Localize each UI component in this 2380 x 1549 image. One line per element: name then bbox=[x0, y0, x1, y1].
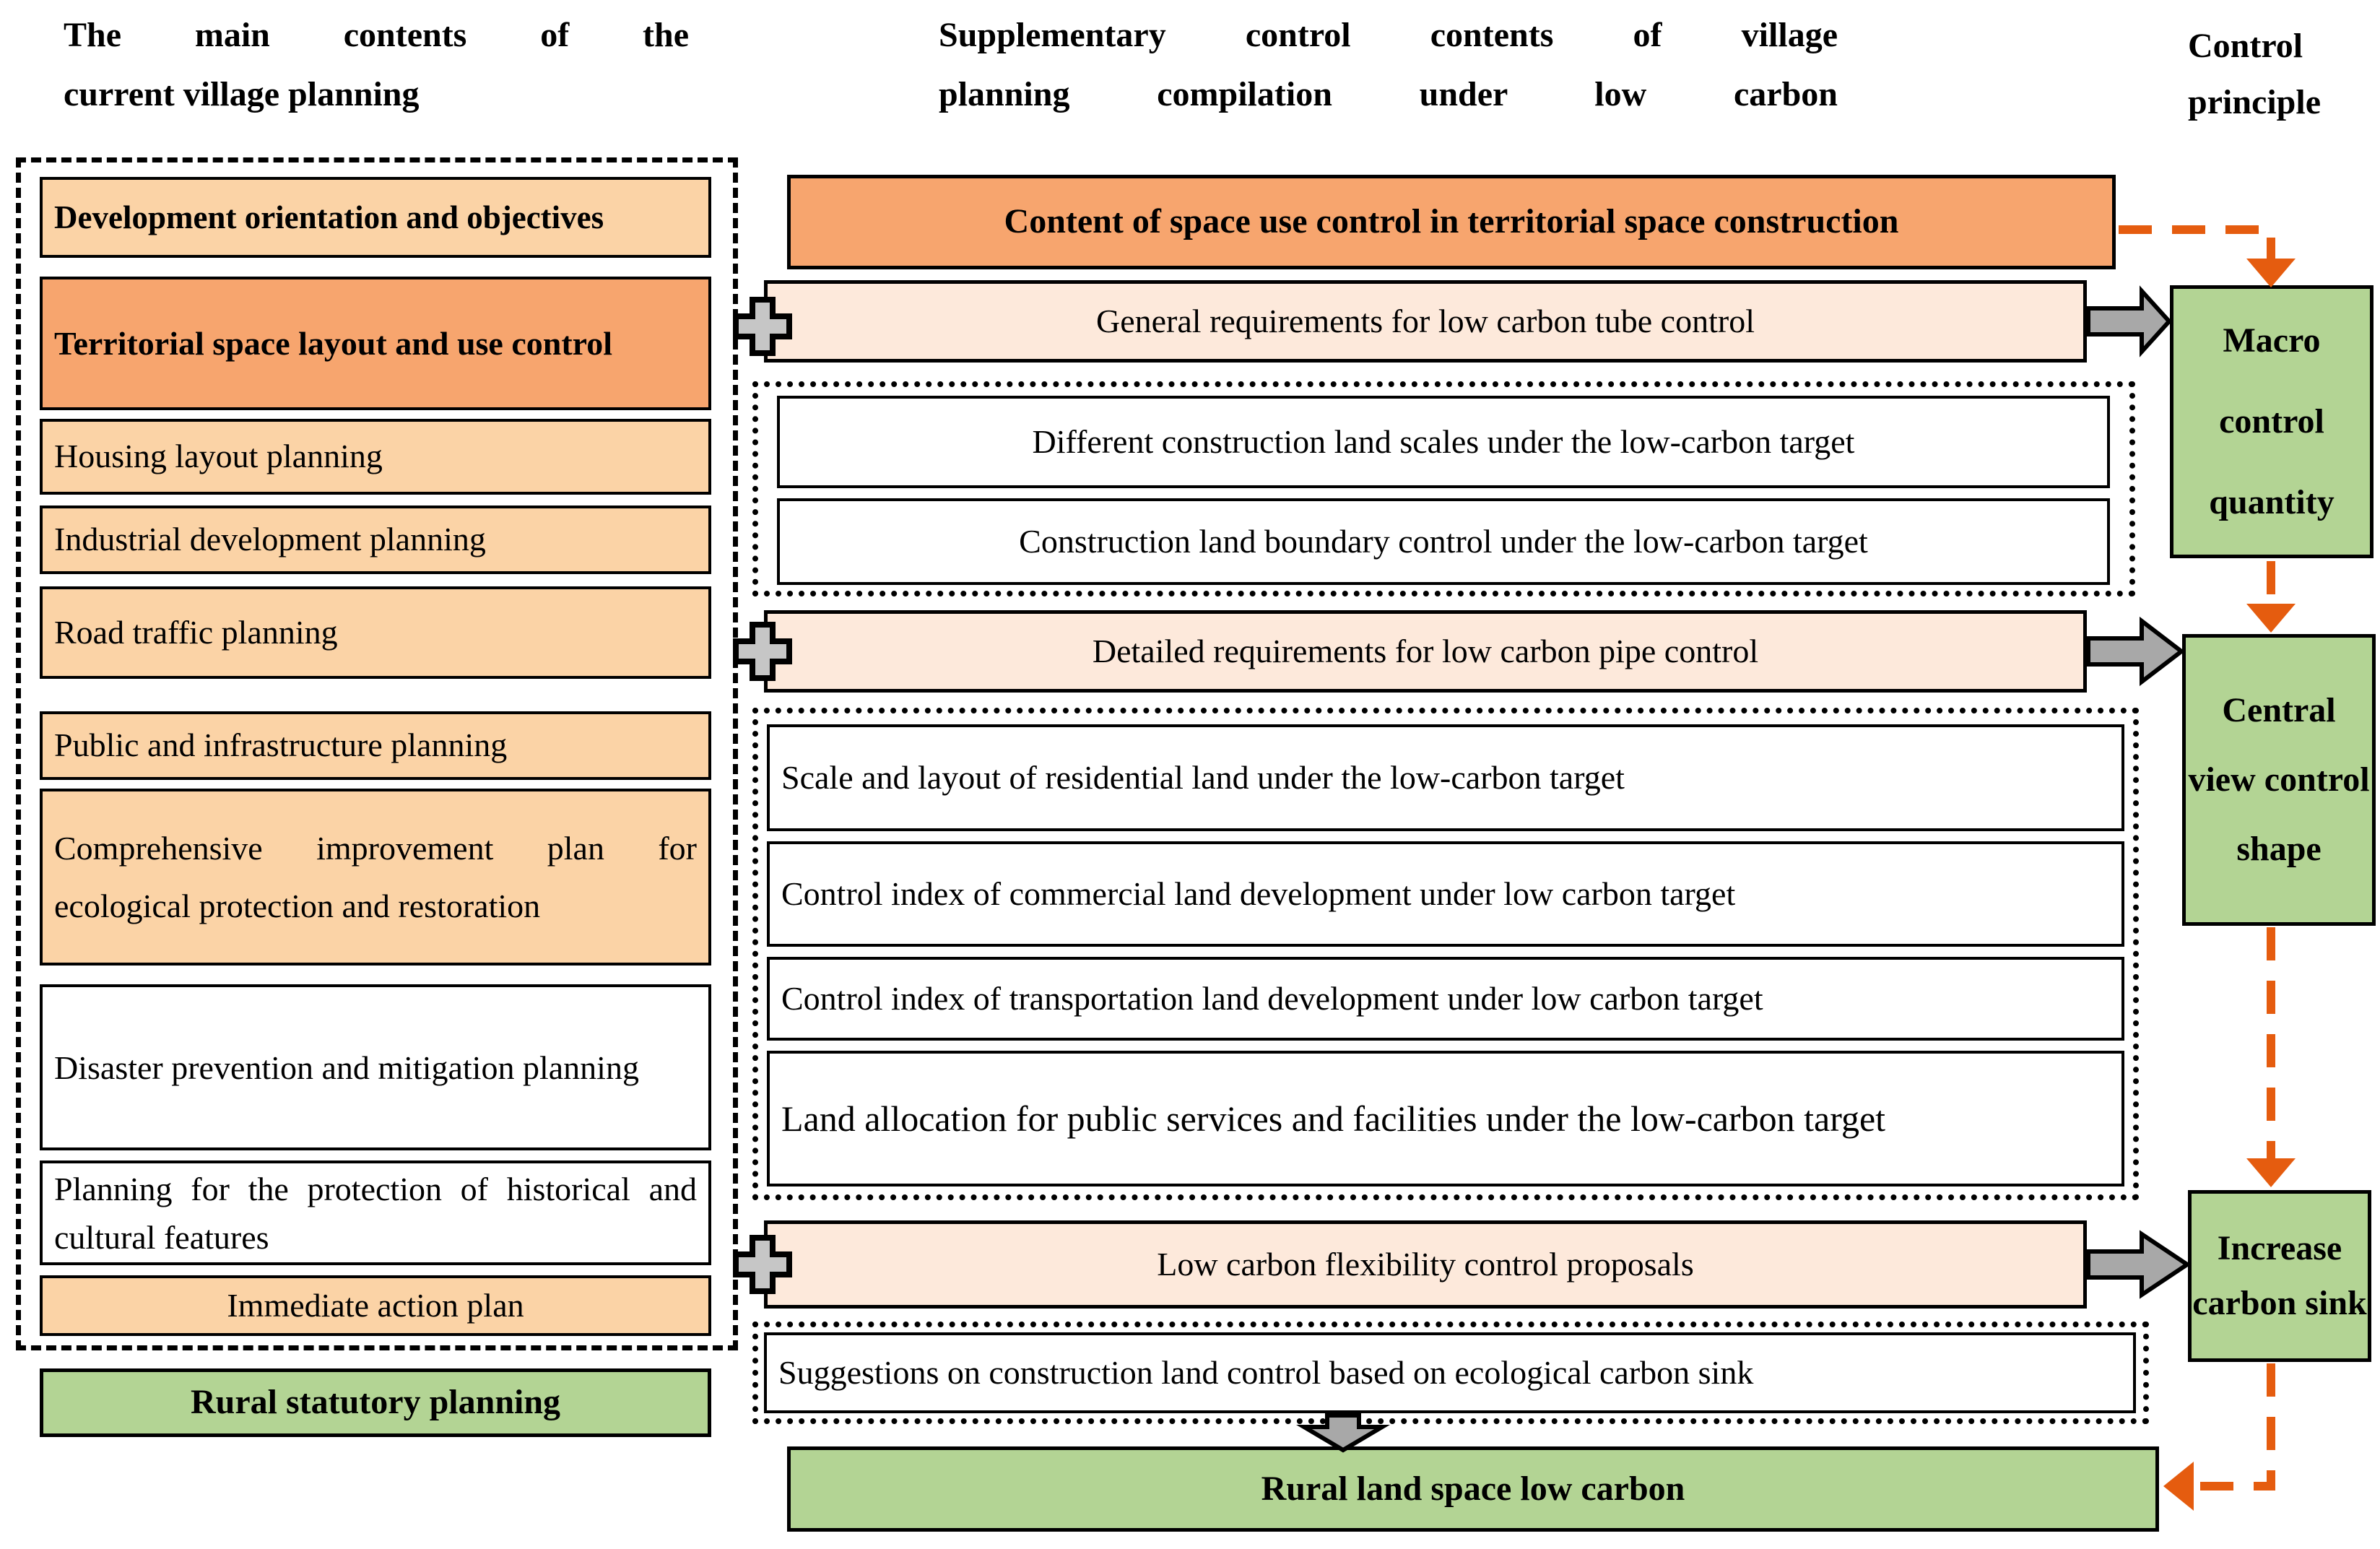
box-public-services-land-allocation: Land allocation for public services and … bbox=[767, 1051, 2124, 1186]
middle-column-title: Supplementary control contents of villag… bbox=[939, 6, 1838, 124]
left-column-title: The main contents of the current village… bbox=[64, 6, 689, 124]
box-macro-control-quantity: Macro control quantity bbox=[2170, 285, 2374, 558]
dashed-arrow-icon-increase-to-rural bbox=[2195, 1363, 2275, 1491]
box-comprehensive-improvement: Comprehensive improvement plan for ecolo… bbox=[40, 789, 711, 966]
box-industrial-development: Industrial development planning bbox=[40, 506, 711, 574]
flexibility-group-frame bbox=[752, 1322, 2149, 1424]
arrow-down-icon-orange-1 bbox=[2246, 259, 2296, 287]
middle-column-title-line2: planning compilation under low carbon bbox=[939, 75, 1838, 113]
box-transportation-land-control-index: Control index of transportation land dev… bbox=[767, 957, 2124, 1041]
box-content-space-use-control: Content of space use control in territor… bbox=[787, 175, 2116, 269]
current-planning-group-frame bbox=[16, 157, 738, 1350]
right-column-title-line1: Control bbox=[2188, 27, 2303, 65]
detailed-requirements-group-frame bbox=[752, 708, 2139, 1200]
box-ecological-carbon-sink-suggestions: Suggestions on construction land control… bbox=[764, 1332, 2136, 1413]
box-immediate-action: Immediate action plan bbox=[40, 1275, 711, 1336]
general-requirements-group-frame bbox=[752, 381, 2135, 596]
arrow-down-icon-orange-3 bbox=[2246, 1158, 2296, 1187]
box-development-orientation: Development orientation and objectives bbox=[40, 177, 711, 258]
middle-column-title-line1: Supplementary control contents of villag… bbox=[939, 16, 1838, 54]
left-column-title-line1: The main contents of the bbox=[64, 16, 689, 54]
box-different-construction-land-scales: Different construction land scales under… bbox=[777, 396, 2110, 488]
arrow-down-icon-orange-2 bbox=[2246, 604, 2296, 633]
box-historical-cultural: Planning for the protection of historica… bbox=[40, 1160, 711, 1265]
box-central-view-control-shape: Central view control shape bbox=[2182, 634, 2376, 926]
box-detailed-requirements: Detailed requirements for low carbon pip… bbox=[764, 610, 2087, 693]
box-residential-land-scale-layout: Scale and layout of residential land und… bbox=[767, 724, 2124, 831]
box-increase-carbon-sink: Increase carbon sink bbox=[2188, 1190, 2371, 1362]
box-rural-statutory-planning: Rural statutory planning bbox=[40, 1368, 711, 1437]
box-construction-land-boundary-control: Construction land boundary control under… bbox=[777, 498, 2110, 585]
block-arrow-icon-flexibility-to-increase bbox=[2086, 1230, 2192, 1299]
box-rural-land-space-low-carbon: Rural land space low carbon bbox=[787, 1446, 2159, 1532]
arrow-left-icon-orange bbox=[2163, 1462, 2194, 1511]
box-public-infrastructure: Public and infrastructure planning bbox=[40, 711, 711, 780]
box-flexibility-control-proposals: Low carbon flexibility control proposals bbox=[764, 1220, 2087, 1309]
box-road-traffic: Road traffic planning bbox=[40, 586, 711, 679]
block-arrow-icon-general-to-macro bbox=[2086, 285, 2173, 357]
box-housing-layout: Housing layout planning bbox=[40, 419, 711, 495]
box-disaster-prevention: Disaster prevention and mitigation plann… bbox=[40, 984, 711, 1150]
right-column-title: Control principle bbox=[2188, 18, 2376, 131]
dashed-arrow-icon-content-to-macro bbox=[2119, 225, 2275, 260]
box-territorial-space-layout: Territorial space layout and use control bbox=[40, 277, 711, 410]
right-column-title-line2: principle bbox=[2188, 83, 2322, 121]
box-commercial-land-control-index: Control index of commercial land develop… bbox=[767, 841, 2124, 947]
box-general-requirements: General requirements for low carbon tube… bbox=[764, 280, 2087, 363]
block-arrow-icon-detailed-to-central bbox=[2086, 616, 2185, 687]
left-column-title-line2: current village planning bbox=[64, 75, 420, 113]
